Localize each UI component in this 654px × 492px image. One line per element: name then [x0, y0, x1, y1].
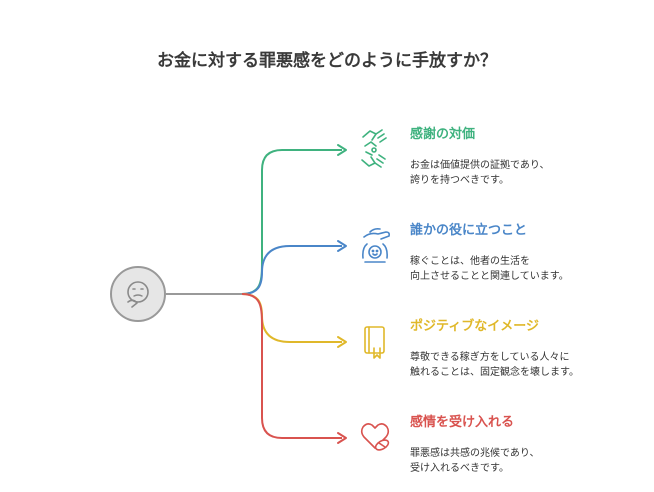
branch-line-2	[241, 245, 342, 295]
item-desc-line: 罪悪感は共感の兆候であり、	[410, 448, 540, 459]
item-title: 誰かの役に立つこと	[410, 223, 528, 238]
item-title: 感謝の対価	[410, 127, 476, 142]
branch-line-4	[241, 293, 342, 439]
item-accept-emotions: 感情を受け入れる 罪悪感は共感の兆候であり、 受け入れるべきです。	[410, 411, 540, 476]
item-desc-line: 尊敬できる稼ぎ方をしている人々に	[410, 352, 570, 363]
item-helping-others: 誰かの役に立つこと 稼ぐことは、他者の生活を 向上させることと関連しています。	[410, 219, 569, 284]
item-title: 感情を受け入れる	[410, 415, 515, 430]
item-desc-line: 向上させることと関連しています。	[410, 271, 569, 282]
thinking-face-icon	[110, 266, 166, 322]
helping-hand-person-icon	[362, 228, 390, 263]
item-gratitude: 感謝の対価 お金は価値提供の証拠であり、 誇りを持つべきです。	[410, 123, 550, 188]
page-title: お金に対する罪悪感をどのように手放すか？	[157, 51, 497, 71]
hands-exchange-icon	[361, 129, 387, 168]
item-desc-line: 稼ぐことは、他者の生活を	[410, 256, 530, 267]
branch-line-3	[241, 293, 342, 343]
item-title: ポジティブなイメージ	[410, 319, 539, 334]
item-positive-image: ポジティブなイメージ 尊敬できる稼ぎ方をしている人々に 触れることは、固定観念を…	[410, 315, 579, 380]
item-desc-line: 誇りを持つべきです。	[410, 175, 509, 186]
item-description: 罪悪感は共感の兆候であり、 受け入れるべきです。	[410, 446, 540, 476]
item-desc-line: お金は価値提供の証拠であり、	[410, 160, 550, 171]
item-desc-line: 触れることは、固定観念を壊します。	[410, 367, 579, 378]
branch-line-1	[241, 149, 342, 295]
item-description: 尊敬できる稼ぎ方をしている人々に 触れることは、固定観念を壊します。	[410, 350, 579, 380]
heart-bandage-icon	[360, 423, 390, 451]
item-desc-line: 受け入れるべきです。	[410, 463, 509, 474]
item-description: 稼ぐことは、他者の生活を 向上させることと関連しています。	[410, 254, 569, 284]
bookmark-book-icon	[364, 326, 385, 359]
item-description: お金は価値提供の証拠であり、 誇りを持つべきです。	[410, 158, 550, 188]
